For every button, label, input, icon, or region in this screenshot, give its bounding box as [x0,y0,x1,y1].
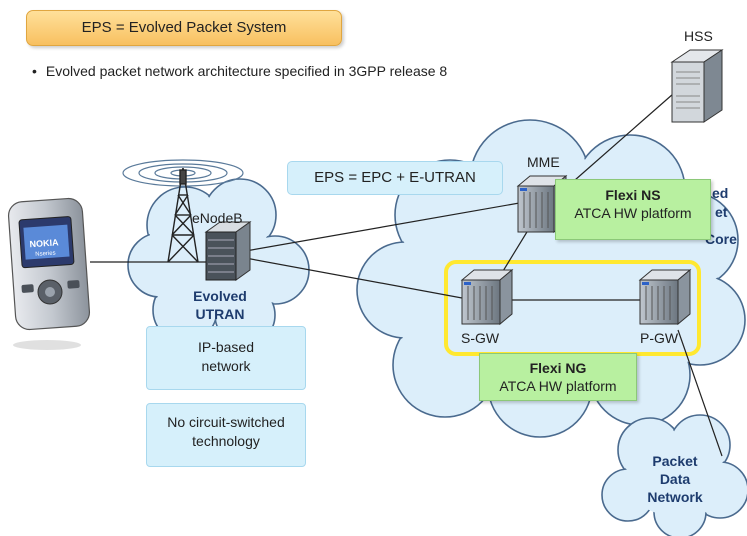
core-label-fragment-3: Core [705,231,737,247]
title-box: EPS = Evolved Packet System [26,10,342,46]
bullet-dot-icon: • [32,63,37,79]
utran-label: Evolved UTRAN [184,287,256,323]
bullet-point: • Evolved packet network architecture spe… [32,63,447,79]
pgw-label: P-GW [640,330,679,346]
ip-based-network-box: IP-based network [146,326,306,390]
flexi-ns-platform: ATCA HW platform [574,205,692,221]
flexi-ns-name: Flexi NS [605,187,661,203]
enodeb-rack-icon [204,221,252,281]
mobile-phone-icon [7,197,91,350]
utran-label-line1: Evolved [193,288,247,304]
pgw-rack-icon [638,268,692,326]
sgw-label: S-GW [461,330,500,346]
bullet-text: Evolved packet network architecture spec… [45,63,448,79]
pdn-label: Packet Data Network [635,452,715,506]
hss-label: HSS [684,28,713,44]
no-cs-line2: technology [192,433,260,449]
flexi-ns-callout: Flexi NS ATCA HW platform [555,179,711,240]
core-label-fragment-2: et [715,204,728,220]
antenna-tower-icon [167,167,199,263]
sgw-rack-icon [460,268,514,326]
phone-brand: NOKIA [29,237,59,249]
flexi-ng-name: Flexi NG [529,360,587,376]
pdn-label-line3: Network [647,489,703,505]
core-label-fragment-1: ed [712,185,729,201]
phone-series: Nseries [35,251,56,258]
no-circuit-switched-box: No circuit-switched technology [146,403,306,467]
enodeb-label: eNodeB [192,210,243,226]
hss-server-icon [670,49,724,123]
flexi-ng-callout: Flexi NG ATCA HW platform [479,353,637,401]
ip-based-line2: network [201,358,251,374]
eps-definition-box: EPS = EPC + E-UTRAN [287,161,503,195]
ip-based-line1: IP-based [197,339,255,355]
utran-label-line2: UTRAN [195,306,245,322]
no-cs-line1: No circuit-switched [167,414,285,430]
connection-lines [90,93,723,457]
flexi-ng-platform: ATCA HW platform [499,378,617,394]
mme-label: MME [527,154,560,170]
pdn-label-line1: Packet [652,453,698,469]
pdn-label-line2: Data [659,471,691,487]
